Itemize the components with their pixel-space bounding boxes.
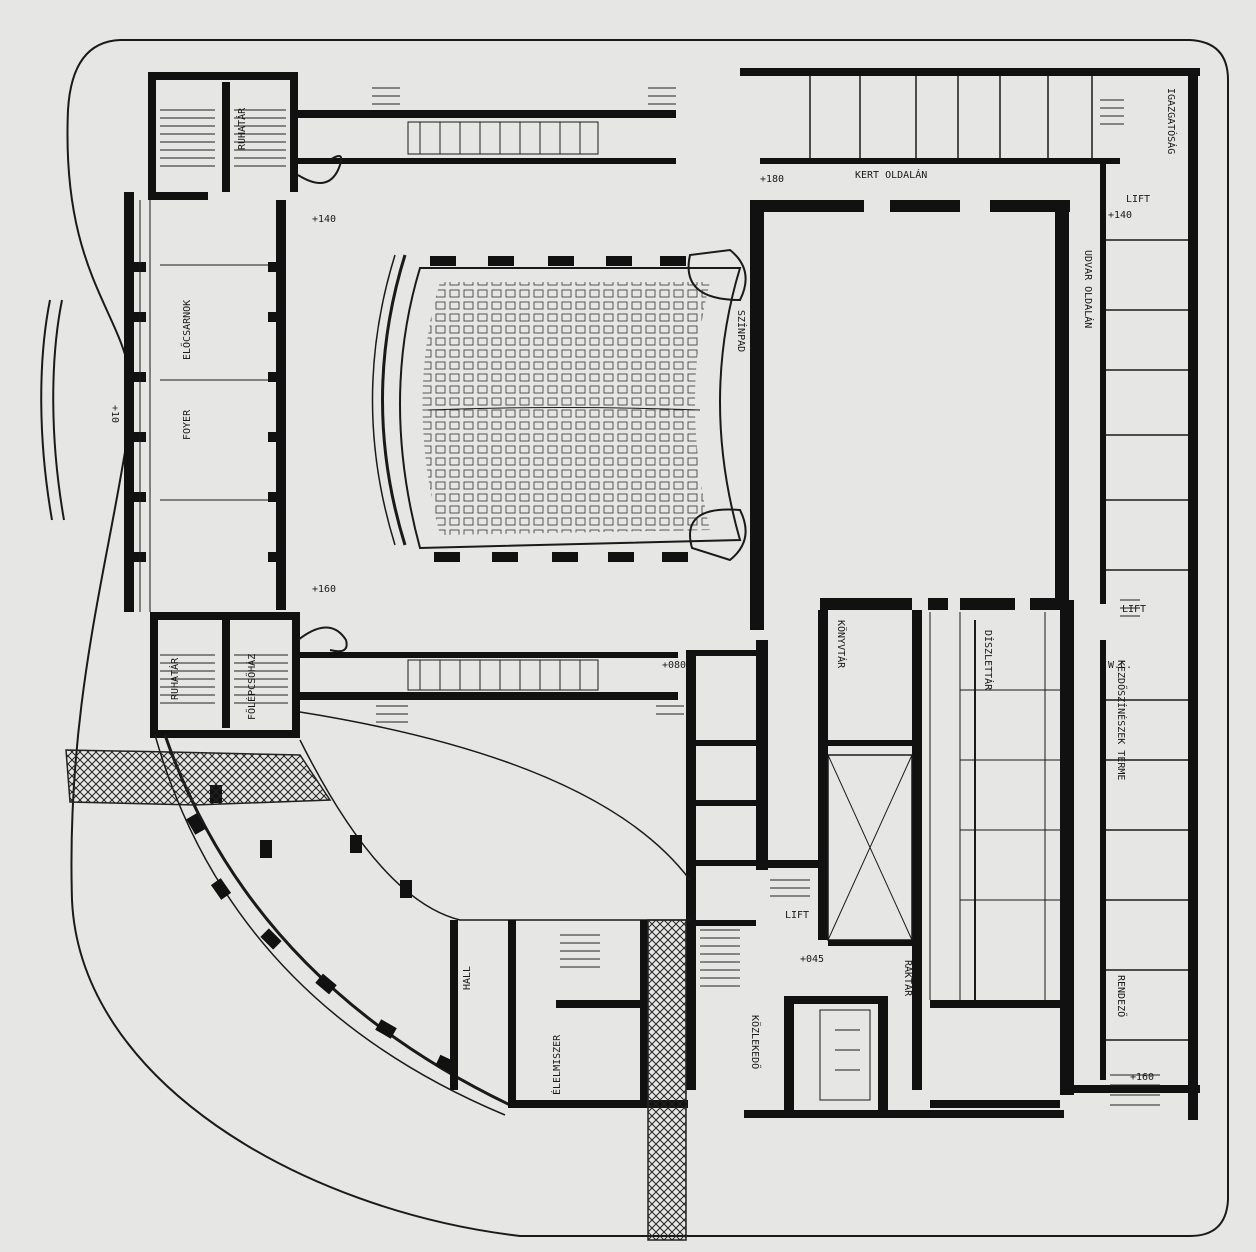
south-service-block: [686, 650, 1064, 1118]
room-labels: KERT OLDALÁN UDVAR OLDALÁN RUHATÁR ELŐCS…: [168, 88, 1178, 1095]
level-mark: +180: [760, 174, 784, 185]
east-wing: [740, 68, 1200, 1120]
label-wc: W.C.: [1108, 660, 1132, 671]
auditorium: [371, 248, 747, 562]
label-nw-3: FOYER: [182, 409, 193, 440]
label-stage-1: KÖNYVTÁR: [835, 620, 848, 669]
label-sw-2: FŐLÉPCSŐHÁZ: [244, 654, 258, 720]
label-lift-3: LIFT: [785, 910, 809, 921]
hatched-path-south: [647, 919, 687, 1241]
label-nw-1: RUHATÁR: [235, 107, 248, 150]
south-corridor: [297, 626, 684, 723]
hatched-path-west-2: [168, 751, 332, 806]
site-boundary: [66, 39, 1229, 1237]
level-marks: +10 +140 +140 +180 +160 +160 +045 +080: [109, 174, 1154, 1083]
level-mark: +10: [109, 405, 120, 423]
label-south-3: KÖZLEKEDŐ: [749, 1015, 763, 1069]
label-south-2: HALL: [462, 966, 473, 990]
garden-path: [40, 299, 65, 521]
label-stage-3: RAKTÁR: [902, 960, 915, 997]
label-lift-1: LIFT: [1126, 194, 1150, 205]
level-mark: +160: [1130, 1072, 1154, 1083]
label-stage: SZÍNPAD: [735, 310, 748, 352]
label-lift-2: LIFT: [1122, 604, 1146, 615]
level-mark: +080: [662, 660, 686, 671]
level-mark: +160: [312, 584, 336, 595]
label-east-hall: KEZDŐSZÍNÉSZEK TERME: [1115, 660, 1129, 780]
north-corridor: [297, 87, 676, 184]
label-east-2: RENDEZŐ: [1115, 975, 1129, 1017]
label-nw-2: ELŐCSARNOK: [179, 300, 193, 360]
curved-south-block: [154, 711, 691, 1116]
label-east-3: IGAZGATÓSÁG: [1165, 88, 1178, 154]
stage-block: [750, 200, 1074, 1095]
label-south-1: ÉLELMISZER: [550, 1034, 563, 1095]
level-mark: +140: [1108, 210, 1132, 221]
west-wing: [124, 72, 300, 738]
level-mark: +045: [800, 954, 824, 965]
label-sw-1: RUHATÁR: [168, 657, 181, 700]
level-mark: +140: [312, 214, 336, 225]
label-east-corridor: UDVAR OLDALÁN: [1082, 250, 1095, 328]
label-south-corridor: KERT OLDALÁN: [855, 168, 927, 181]
label-stage-2: DÍSZLETTÁR: [982, 630, 995, 691]
